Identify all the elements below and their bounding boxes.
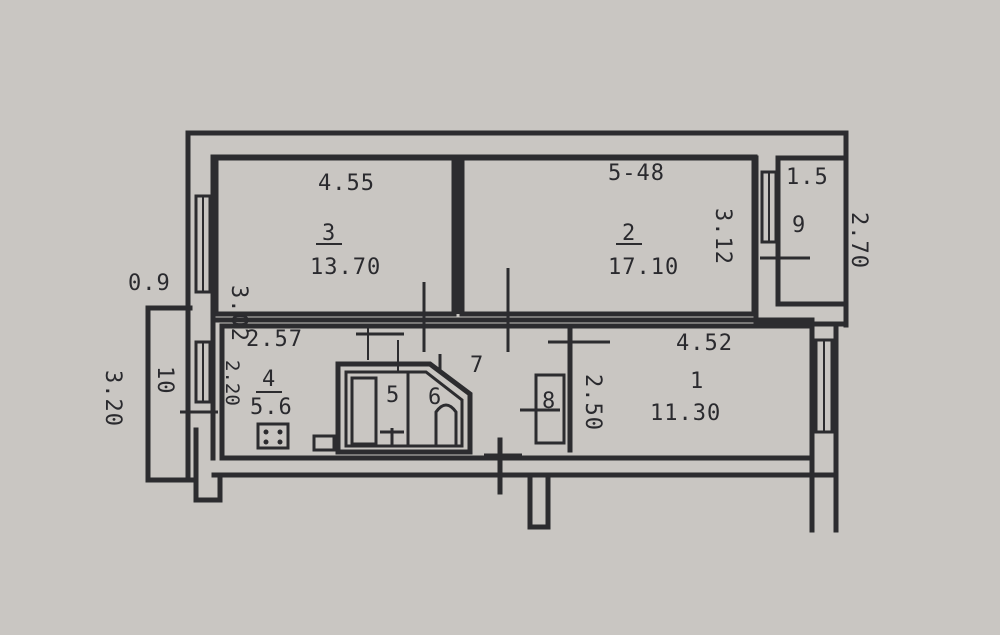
room-3-number: 3	[322, 221, 336, 246]
room-9-depth: 2.70	[846, 212, 871, 269]
bathroom-block-outer	[335, 361, 473, 455]
room-1-width: 4.52	[676, 331, 733, 356]
burner-icon	[277, 439, 283, 445]
room-9-width: 1.5	[786, 165, 829, 190]
room-10-width: 0.9	[128, 271, 171, 296]
room-6-number: 6	[428, 385, 442, 410]
room-3-outline	[213, 155, 457, 317]
room-3-depth: 3.02	[226, 285, 251, 342]
room-2-depth: 3.12	[710, 208, 735, 265]
room-10-number: 10	[152, 366, 177, 395]
burner-icon	[263, 429, 269, 435]
room-1-area: 11.30	[650, 401, 721, 426]
room-5-number: 5	[386, 383, 400, 408]
room-9-outline	[775, 155, 849, 307]
stove-icon	[256, 422, 290, 450]
room-3-width: 4.55	[318, 171, 375, 196]
room-3-area: 13.70	[310, 255, 381, 280]
room-4-depth: 2.20	[221, 360, 243, 406]
room-9-number: 9	[792, 213, 806, 238]
bathtub	[350, 376, 378, 446]
bathroom-block-inner	[344, 370, 464, 448]
room-8-number: 8	[542, 389, 556, 414]
room-4-area: 5.6	[250, 395, 293, 420]
toilet	[434, 403, 458, 446]
room-2-width: 5-48	[608, 161, 665, 186]
room-1-number: 1	[690, 369, 704, 394]
kitchen-sink-icon	[312, 434, 336, 452]
room-4-width: 2.57	[246, 327, 303, 352]
room-7-number: 7	[470, 353, 484, 378]
room-1-depth: 2.50	[580, 374, 605, 431]
room-2-area: 17.10	[608, 255, 679, 280]
room-4-number: 4	[262, 367, 276, 392]
burner-icon	[263, 439, 269, 445]
room-10-depth: 3.20	[100, 370, 125, 427]
burner-icon	[277, 429, 283, 435]
room-2-number: 2	[622, 221, 636, 246]
